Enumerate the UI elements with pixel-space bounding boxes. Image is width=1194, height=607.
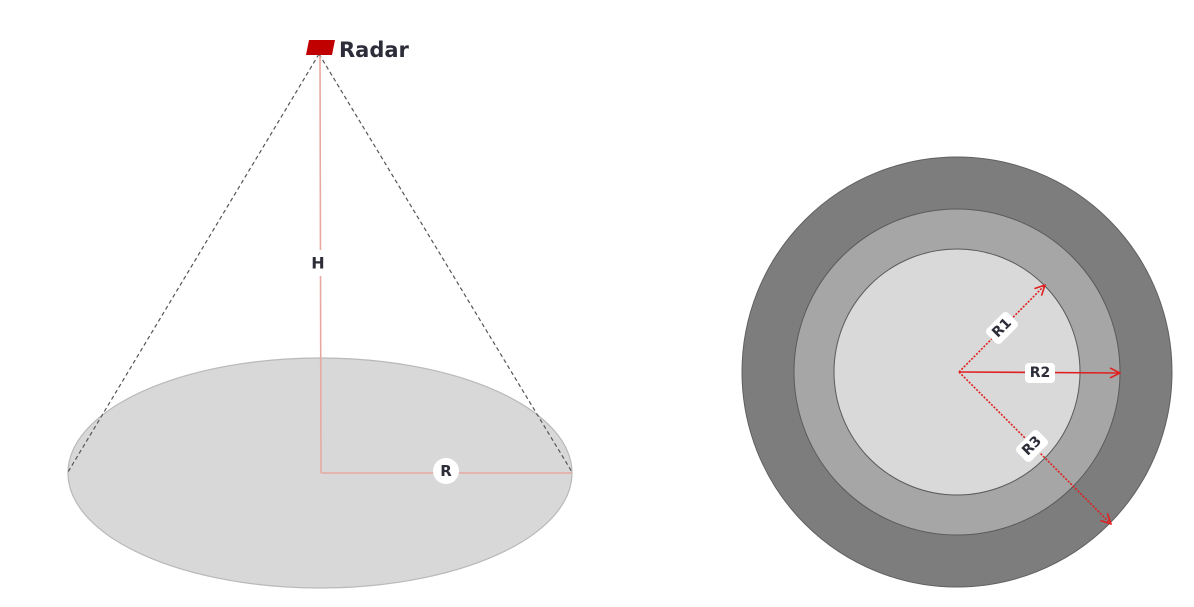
r2-label-badge: R2 bbox=[1025, 363, 1055, 383]
radius-label: R bbox=[440, 462, 452, 480]
height-label-badge: H bbox=[305, 250, 331, 276]
r3-arrow bbox=[958, 371, 1111, 524]
height-label: H bbox=[311, 254, 324, 273]
cone-left-edge bbox=[67, 53, 320, 473]
ring-diagram: R1 R2 R3 bbox=[741, 156, 1173, 588]
radar-label: Radar bbox=[339, 38, 410, 62]
radar-icon bbox=[306, 40, 335, 55]
cone-diagram: Radar H R bbox=[67, 38, 573, 589]
r2-label: R2 bbox=[1030, 365, 1051, 381]
cone-right-edge bbox=[318, 53, 573, 473]
radius-label-badge: R bbox=[433, 458, 459, 484]
